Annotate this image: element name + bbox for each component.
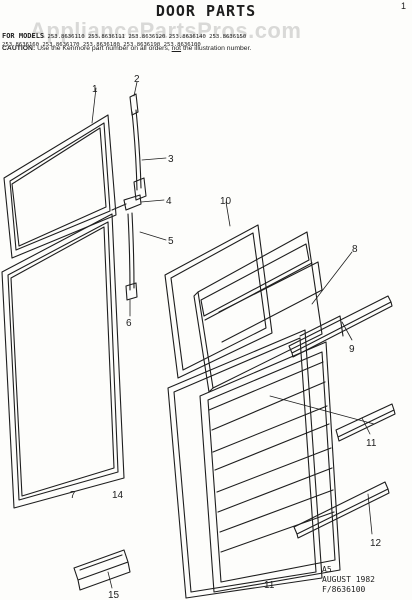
callout-8: 8 (352, 244, 358, 255)
revision-code: A5 (322, 565, 332, 574)
part-15-dairy-bin (73, 549, 131, 591)
callout-5: 5 (168, 236, 174, 247)
caution-text-not: not (171, 45, 182, 52)
callout-14: 14 (112, 490, 124, 501)
part-10-freezer-liner (164, 224, 273, 379)
caution-text-pre: Use the Kenmore part number on all order… (37, 45, 170, 52)
part-12-lower-shelf-bar (293, 481, 390, 539)
model-list-line1: 253.8636110 253.8636111 253.8636120 253.… (47, 34, 247, 40)
callout-7: 7 (70, 490, 76, 501)
revision-date: AUGUST 1982 (322, 575, 375, 584)
callout-6: 6 (126, 318, 132, 329)
leader-lines (91, 81, 375, 589)
revision-stamp: A5 AUGUST 1982 F/8636100 (322, 565, 375, 595)
page-title: DOOR PARTS (155, 2, 257, 20)
callout-2: 2 (134, 74, 140, 85)
caution-note: CAUTION: Use the Kenmore part number on … (2, 45, 407, 52)
part-9-shelf-bar (288, 295, 393, 358)
part-14-fresh-food-liner (167, 329, 323, 599)
callout-4: 4 (166, 196, 172, 207)
part-8-freezer-door (193, 231, 323, 393)
model-list: FOR MODELS 253.8636110 253.8636111 253.8… (2, 32, 402, 49)
revision-ref: F/8636100 (322, 585, 366, 594)
caution-text-post: the illustration number. (182, 45, 252, 52)
model-list-line2: 253.8636160 253.8636170 253.8636180 253.… (2, 42, 201, 48)
part-2-upper-hinge (129, 93, 147, 201)
callout-9: 9 (349, 344, 355, 355)
part-fresh-food-door (199, 315, 344, 593)
callout-1: 1 (92, 84, 98, 95)
model-list-lead: FOR MODELS (2, 32, 45, 40)
part-7-fresh-food-gasket (1, 213, 125, 509)
callout-11-lower: 11 (264, 580, 275, 591)
part-11-shelf-bar (335, 403, 396, 442)
caution-lead: CAUTION: (2, 45, 36, 52)
callout-3: 3 (168, 154, 174, 165)
page-number: 1 (400, 1, 406, 11)
callout-11-upper: 11 (366, 438, 377, 449)
part-1-freezer-gasket (3, 114, 117, 259)
callout-10: 10 (220, 196, 232, 207)
part-6-lower-hinge-pin (125, 212, 138, 301)
callout-labels: 1 2 3 4 5 6 7 8 9 10 11 11 12 14 15 (70, 74, 382, 600)
part-4-center-hinge (111, 194, 142, 211)
callout-12: 12 (370, 538, 382, 549)
callout-15: 15 (108, 590, 120, 600)
